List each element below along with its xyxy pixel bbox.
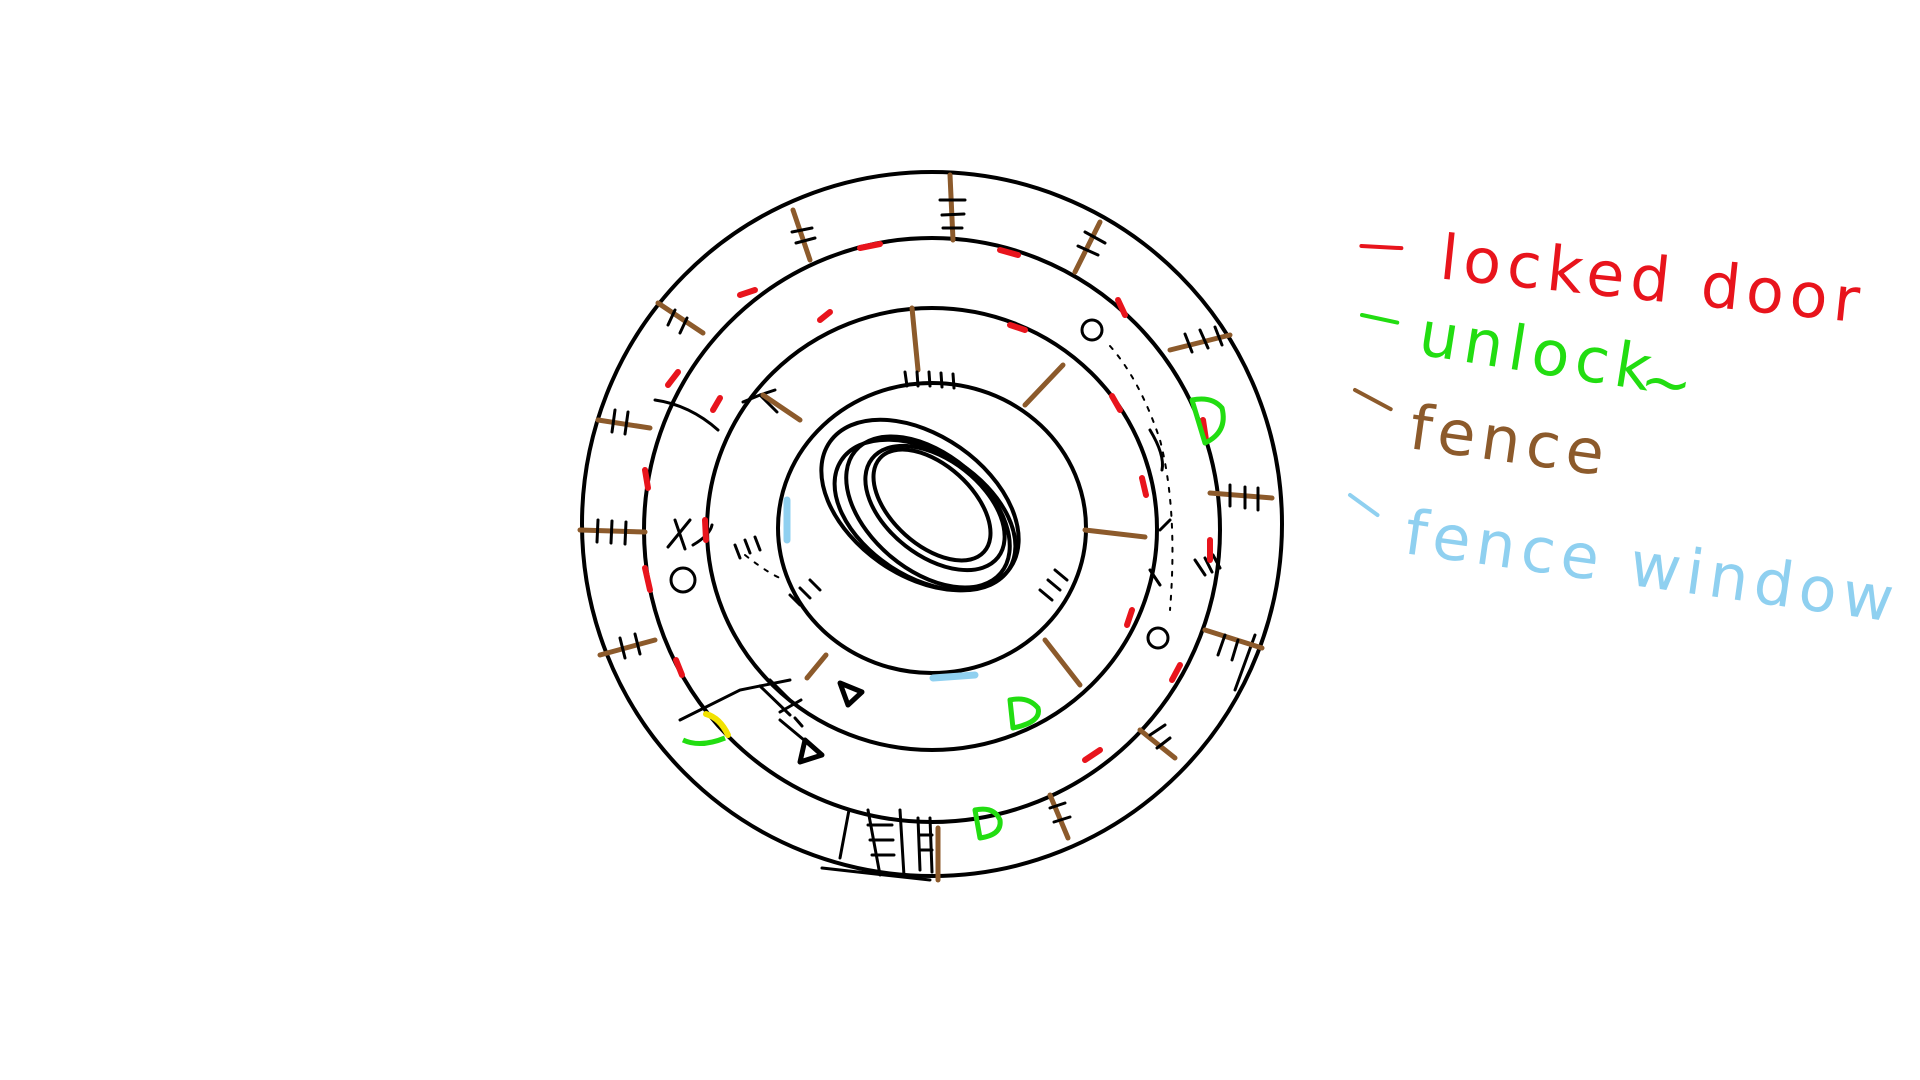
legend-swatch (1348, 493, 1380, 518)
fences (577, 172, 1275, 883)
inner-ring (776, 381, 1088, 675)
outer-ring (580, 170, 1284, 878)
legend-item-fence-window: fence window (1348, 493, 1904, 637)
legend-label-fence-window: fence window (1400, 495, 1904, 637)
fence-windows (783, 496, 979, 682)
legend-suffix-unlock: ~ (1635, 342, 1704, 423)
locked-doors (642, 241, 1213, 763)
unlock-markers (681, 396, 1226, 841)
legend-swatch (1360, 313, 1400, 325)
circle-marker-icon (669, 566, 697, 594)
scribble-core-icon (819, 417, 1021, 593)
legend: locked door unlock ~ fence fence window (1348, 221, 1904, 637)
legend-label-fence: fence (1405, 390, 1615, 490)
unlock-icon (1007, 696, 1041, 731)
dashed-paths (744, 345, 1174, 611)
circle-marker-icon (1146, 626, 1170, 650)
highlight-marker (703, 711, 731, 738)
circle-marker-icon (1080, 318, 1104, 342)
circular-map (580, 170, 1284, 882)
triangle-marker-icon (837, 680, 865, 708)
unlock-icon (972, 806, 1003, 841)
legend-swatch (1359, 243, 1404, 251)
legend-swatch (1353, 388, 1393, 412)
fence-ticks (595, 198, 1260, 824)
legend-label-unlock: unlock (1414, 297, 1662, 407)
triangle-marker-icon (797, 737, 825, 765)
legend-item-fence: fence (1353, 388, 1615, 491)
unlock-icon (1189, 396, 1226, 446)
